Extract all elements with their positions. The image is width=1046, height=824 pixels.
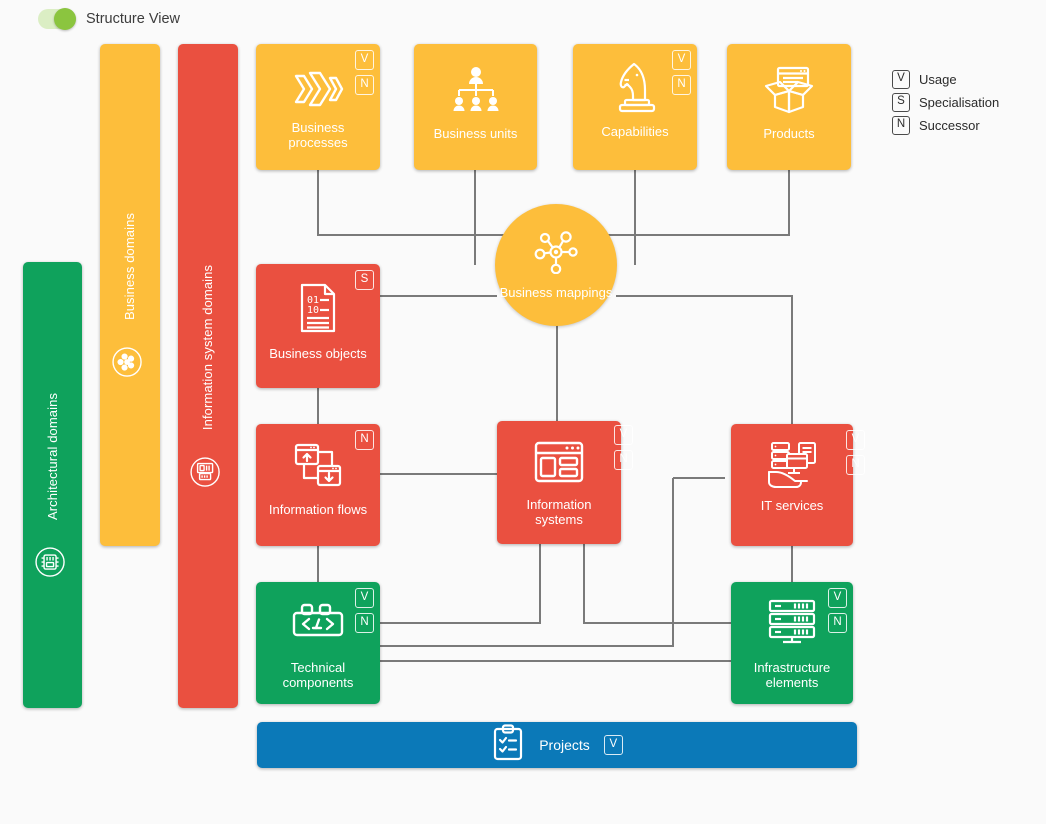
legend-label-specialisation: Specialisation bbox=[919, 94, 1000, 110]
node-capabilities[interactable]: Capabilities V N bbox=[573, 44, 697, 170]
node-label-business-objects: Business objects bbox=[269, 346, 367, 361]
svg-text:01: 01 bbox=[307, 295, 319, 306]
app-layout-icon bbox=[531, 439, 587, 487]
toggle-knob bbox=[54, 8, 76, 30]
badges-infrastructure-elements: V N bbox=[828, 588, 847, 633]
node-business-processes[interactable]: Business processes V N bbox=[256, 44, 380, 170]
lane-information-system-domains[interactable]: Information system domains bbox=[178, 44, 238, 708]
node-label-business-mappings: Business mappings bbox=[499, 285, 613, 300]
legend-item-usage: V Usage bbox=[892, 68, 999, 90]
node-business-units[interactable]: Business units bbox=[414, 44, 537, 170]
badge-n: N bbox=[846, 455, 865, 475]
node-information-systems[interactable]: Information systems V N bbox=[497, 421, 633, 544]
network-hub-icon bbox=[532, 230, 580, 279]
binary-document-icon: 01 10 bbox=[296, 282, 340, 334]
badge-v: V bbox=[846, 430, 865, 450]
badge-n: N bbox=[614, 450, 633, 470]
badge-n: N bbox=[355, 75, 374, 95]
badges-technical-components: V N bbox=[355, 588, 374, 633]
code-brick-icon bbox=[289, 602, 347, 646]
org-chart-icon bbox=[449, 64, 503, 114]
node-label-projects: Projects bbox=[539, 737, 590, 753]
badge-n: N bbox=[672, 75, 691, 95]
badges-business-objects: S bbox=[355, 270, 374, 290]
node-technical-components[interactable]: Technical components V N bbox=[256, 582, 380, 704]
legend-badge-v: V bbox=[892, 69, 910, 89]
badge-v: V bbox=[603, 735, 623, 755]
clipboard-check-icon bbox=[491, 723, 525, 767]
structure-view-toggle-row: Structure View bbox=[38, 8, 181, 30]
badge-n: N bbox=[355, 430, 374, 450]
badges-capabilities: V N bbox=[672, 50, 691, 95]
node-infrastructure-elements[interactable]: Infrastructure elements V N bbox=[731, 582, 853, 704]
lane-label-architectural-domains: Architectural domains bbox=[45, 392, 61, 520]
node-label-business-processes: Business processes bbox=[288, 120, 348, 150]
node-it-services[interactable]: IT services V N bbox=[731, 424, 865, 546]
node-label-business-units: Business units bbox=[433, 126, 518, 141]
node-products[interactable]: Products bbox=[727, 44, 851, 170]
lane-label-business-domains: Business domains bbox=[122, 212, 138, 320]
structure-view-toggle[interactable] bbox=[38, 8, 76, 30]
badge-v: V bbox=[828, 588, 847, 608]
svg-text:10: 10 bbox=[307, 305, 319, 316]
legend-label-successor: Successor bbox=[919, 117, 980, 133]
hand-server-icon bbox=[763, 440, 821, 490]
badges-information-flows: N bbox=[355, 430, 374, 450]
data-exchange-icon bbox=[292, 442, 344, 490]
node-label-information-flows: Information flows bbox=[268, 502, 368, 517]
node-information-flows[interactable]: Information flows N bbox=[256, 424, 380, 546]
node-label-technical-components: Technical components bbox=[282, 660, 354, 690]
chess-knight-icon bbox=[611, 60, 659, 114]
badge-v: V bbox=[355, 50, 374, 70]
badges-business-processes: V N bbox=[355, 50, 374, 95]
chevrons-icon bbox=[290, 68, 346, 110]
badges-it-services: V N bbox=[846, 430, 865, 475]
lane-architectural-domains[interactable]: Architectural domains bbox=[23, 262, 82, 708]
badge-n: N bbox=[828, 613, 847, 633]
molecule-icon bbox=[112, 346, 149, 378]
badge-v: V bbox=[614, 425, 633, 445]
badge-n: N bbox=[355, 613, 374, 633]
legend-badge-n: N bbox=[892, 115, 910, 135]
legend-label-usage: Usage bbox=[919, 71, 957, 87]
node-label-information-systems: Information systems bbox=[526, 497, 592, 527]
lane-label-information-system-domains: Information system domains bbox=[200, 264, 216, 430]
structure-view-toggle-label: Structure View bbox=[86, 11, 181, 27]
badge-v: V bbox=[672, 50, 691, 70]
node-projects[interactable]: Projects V bbox=[257, 722, 857, 768]
server-rack-icon bbox=[765, 598, 819, 648]
badge-s: S bbox=[355, 270, 374, 290]
node-business-mappings[interactable]: Business mappings bbox=[495, 204, 617, 326]
chip-icon bbox=[34, 546, 71, 578]
badge-v: V bbox=[355, 588, 374, 608]
legend: V Usage S Specialisation N Successor bbox=[892, 68, 999, 136]
legend-badge-s: S bbox=[892, 92, 910, 112]
app-window-icon bbox=[190, 456, 227, 488]
node-label-infrastructure-elements: Infrastructure elements bbox=[753, 660, 831, 690]
node-label-products: Products bbox=[763, 126, 815, 141]
legend-item-successor: N Successor bbox=[892, 114, 999, 136]
open-box-icon bbox=[760, 64, 818, 116]
legend-item-specialisation: S Specialisation bbox=[892, 91, 999, 113]
badges-information-systems: V N bbox=[614, 425, 633, 470]
node-label-it-services: IT services bbox=[760, 498, 824, 513]
lane-business-domains[interactable]: Business domains bbox=[100, 44, 160, 546]
node-label-capabilities: Capabilities bbox=[601, 124, 669, 139]
node-business-objects[interactable]: 01 10 Business objects S bbox=[256, 264, 380, 388]
